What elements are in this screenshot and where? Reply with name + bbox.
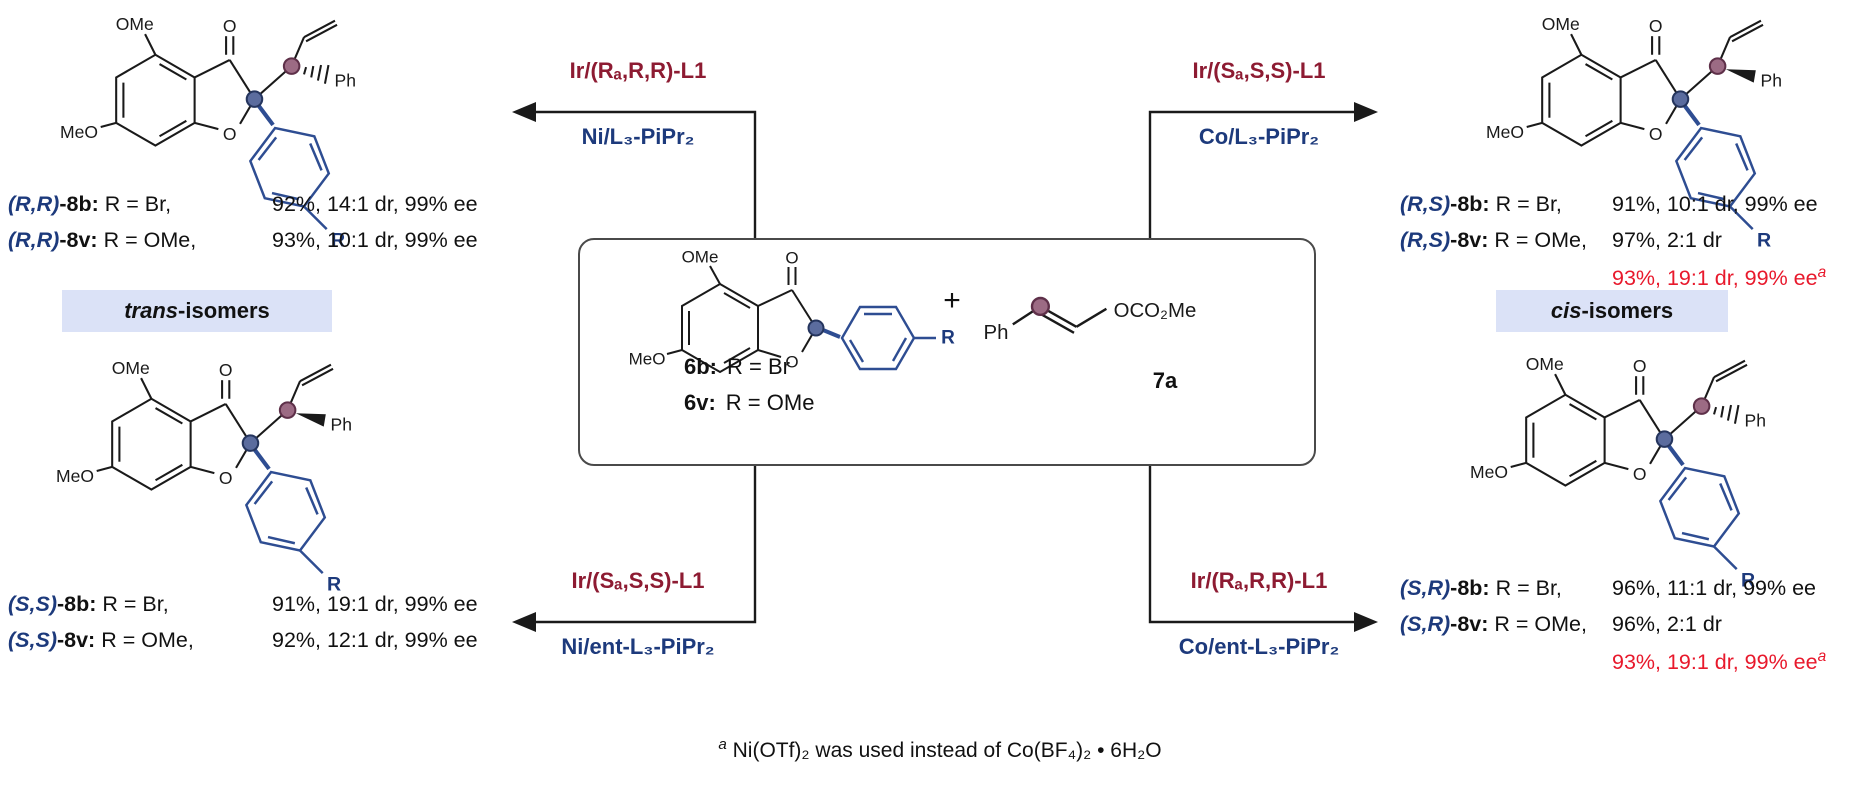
compound-label: -8v: bbox=[1450, 228, 1489, 252]
conditions-bottom-right-catalyst: Ir/(Rₐ,R,R)-L1 bbox=[1190, 568, 1328, 593]
r-definition: R = Br, bbox=[1495, 576, 1562, 600]
ph-label: Ph bbox=[335, 71, 356, 91]
result-row-footnoted: 93%, 19:1 dr, 99% eea bbox=[1400, 264, 1869, 300]
result-values: 93%, 19:1 dr, 99% ee bbox=[1612, 266, 1818, 291]
result-row: (S,S)-8v: R = OMe, 92%, 12:1 dr, 99% ee bbox=[8, 628, 568, 664]
footnote-text: Ni(OTf)₂ was used instead of Co(BF₄)₂ • … bbox=[726, 739, 1162, 762]
r-definition: R = OMe, bbox=[103, 228, 197, 252]
arrow-bottom-right bbox=[1148, 462, 1366, 624]
conditions-bottom-right-metal: Co/ent-L₃-PiPr₂ bbox=[1178, 634, 1340, 659]
isomers-word: -isomers bbox=[1581, 298, 1674, 323]
product-structure-SS-trans: Ph bbox=[48, 342, 352, 600]
compound-label: -8b: bbox=[1450, 576, 1490, 600]
conditions-top-left-metal: Ni/L₃-PiPr₂ bbox=[581, 124, 695, 149]
result-row: (S,S)-8b: R = Br, 91%, 19:1 dr, 99% ee bbox=[8, 592, 568, 628]
result-row: (R,R)-8b: R = Br, 92%, 14:1 dr, 99% ee bbox=[8, 192, 568, 228]
conditions-bottom-left-metal: Ni/ent-L₃-PiPr₂ bbox=[561, 634, 715, 659]
hashed-wedge-to-ph bbox=[1713, 404, 1740, 424]
compound-label: -8v: bbox=[59, 228, 98, 252]
stereo-label: (S,S) bbox=[8, 592, 57, 616]
trans-isomers-badge: trans-isomers bbox=[62, 290, 332, 332]
product-structure-RS-cis: Ph bbox=[1478, 0, 1782, 256]
bold-wedge-to-ph bbox=[295, 413, 326, 427]
stereo-label: (S,R) bbox=[1400, 576, 1451, 600]
conditions-top-right-metal: Co/L₃-PiPr₂ bbox=[1198, 124, 1320, 149]
stereo-label: (S,S) bbox=[8, 628, 57, 652]
compound-label: -8b: bbox=[56, 592, 97, 616]
stereo-label: (R,R) bbox=[8, 228, 60, 252]
compound-6b-r: R = Br bbox=[727, 354, 790, 379]
r-definition: R = Br, bbox=[104, 192, 172, 216]
results-top-right: (R,S)-8b: R = Br, 91%, 10:1 dr, 99% ee (… bbox=[1400, 192, 1869, 300]
starting-materials-box: + 6b: R = Br 6v: R = OMe 7a bbox=[578, 238, 1316, 466]
cis-isomers-label: cis-isomers bbox=[1551, 298, 1673, 324]
r-definition: R = OMe, bbox=[101, 628, 194, 652]
result-row: (R,R)-8v: R = OMe, 93%, 10:1 dr, 99% ee bbox=[8, 228, 568, 264]
stereo-label: (R,R) bbox=[8, 192, 60, 216]
results-top-left: (R,R)-8b: R = Br, 92%, 14:1 dr, 99% ee (… bbox=[8, 192, 568, 264]
stereo-label: (R,S) bbox=[1400, 228, 1451, 252]
footnote-marker: a bbox=[1817, 648, 1827, 665]
trans-word: trans bbox=[124, 298, 179, 323]
compound-label: -8b: bbox=[59, 192, 99, 216]
compound-label: -8b: bbox=[1450, 192, 1490, 216]
result-values: 96%, 2:1 dr bbox=[1612, 612, 1722, 636]
results-bottom-right: (S,R)-8b: R = Br, 96%, 11:1 dr, 99% ee (… bbox=[1400, 576, 1869, 684]
conditions-top-left-catalyst: Ir/(Rₐ,R,R)-L1 bbox=[569, 58, 707, 83]
plus-sign: + bbox=[943, 284, 961, 317]
result-row: (S,R)-8v: R = OMe, 96%, 2:1 dr bbox=[1400, 612, 1869, 648]
conditions-top-right-catalyst: Ir/(Sₐ,S,S)-L1 bbox=[1192, 58, 1326, 83]
result-values: 97%, 2:1 dr bbox=[1612, 228, 1722, 252]
result-row: (S,R)-8b: R = Br, 96%, 11:1 dr, 99% ee bbox=[1400, 576, 1869, 612]
r-definition: R = OMe, bbox=[1494, 612, 1587, 636]
result-row: (R,S)-8v: R = OMe, 97%, 2:1 dr bbox=[1400, 228, 1869, 264]
result-row-footnoted: 93%, 19:1 dr, 99% eea bbox=[1400, 648, 1869, 684]
arrowhead-top-right bbox=[1354, 102, 1378, 122]
stereo-label: (R,S) bbox=[1400, 192, 1451, 216]
compound-label: -8v: bbox=[56, 628, 96, 652]
ph-label: Ph bbox=[1745, 411, 1766, 431]
ph-label: Ph bbox=[1761, 71, 1782, 91]
result-values: 93%, 19:1 dr, 99% ee bbox=[1612, 650, 1818, 675]
hashed-wedge-to-ph bbox=[303, 64, 330, 84]
arrowhead-bottom-right bbox=[1354, 612, 1378, 632]
result-values: 96%, 11:1 dr, 99% ee bbox=[1612, 576, 1816, 600]
bold-wedge-to-ph bbox=[1725, 69, 1756, 83]
compound-6v-r: R = OMe bbox=[725, 390, 815, 415]
footnote: a Ni(OTf)₂ was used instead of Co(BF₄)₂ … bbox=[540, 736, 1340, 763]
product-structure-RR-trans: Ph bbox=[52, 0, 356, 256]
result-values-red: 93%, 19:1 dr, 99% eea bbox=[1612, 264, 1826, 291]
result-values: 91%, 19:1 dr, 99% ee bbox=[272, 592, 478, 616]
conditions-bottom-left-catalyst: Ir/(Sₐ,S,S)-L1 bbox=[571, 568, 705, 593]
compound-6b-definition: 6b: R = Br bbox=[684, 354, 790, 380]
compound-label: -8v: bbox=[1450, 612, 1489, 636]
results-bottom-left: (S,S)-8b: R = Br, 91%, 19:1 dr, 99% ee (… bbox=[8, 592, 568, 664]
result-values: 92%, 12:1 dr, 99% ee bbox=[272, 628, 478, 652]
r-definition: R = Br, bbox=[1495, 192, 1562, 216]
arrowhead-top-left bbox=[512, 102, 536, 122]
product-structure-SR-cis: Ph bbox=[1462, 338, 1766, 596]
footnote-marker: a bbox=[718, 736, 727, 753]
cis-isomers-badge: cis-isomers bbox=[1496, 290, 1728, 332]
r-definition: R = OMe, bbox=[1494, 228, 1587, 252]
compound-6v-id: 6v: bbox=[684, 390, 716, 415]
cis-word: cis bbox=[1550, 298, 1582, 323]
footnote-marker: a bbox=[1817, 264, 1827, 281]
result-row: (R,S)-8b: R = Br, 91%, 10:1 dr, 99% ee bbox=[1400, 192, 1869, 228]
result-values-red: 93%, 19:1 dr, 99% eea bbox=[1612, 648, 1826, 675]
stereo-label: (S,R) bbox=[1400, 612, 1451, 636]
result-values: 93%, 10:1 dr, 99% ee bbox=[272, 228, 478, 252]
compound-7a-id: 7a bbox=[1152, 368, 1178, 393]
result-values: 91%, 10:1 dr, 99% ee bbox=[1612, 192, 1818, 216]
compound-6v-definition: 6v: R = OMe bbox=[684, 390, 814, 416]
isomers-word: -isomers bbox=[178, 298, 270, 323]
result-values: 92%, 14:1 dr, 99% ee bbox=[272, 192, 478, 216]
trans-isomers-label: trans-isomers bbox=[124, 298, 270, 324]
r-definition: R = Br, bbox=[102, 592, 169, 616]
compound-6b-id: 6b: bbox=[684, 354, 717, 379]
ph-label: Ph bbox=[331, 415, 352, 435]
